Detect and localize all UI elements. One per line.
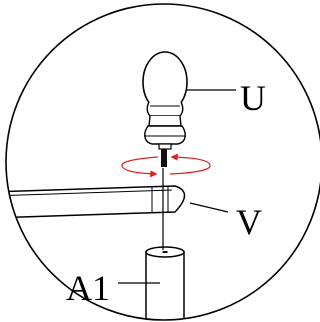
label-shaft: A1: [66, 268, 110, 308]
knob: [142, 51, 188, 167]
label-knob: U: [240, 78, 266, 118]
detail-circle: [5, 3, 320, 321]
circle-contents: [6, 168, 186, 320]
shaft-cylinder: [145, 246, 185, 320]
rotation-arrow: [121, 153, 211, 178]
label-lever: V: [236, 202, 262, 242]
lever-leader-line: [189, 202, 229, 213]
lever-arm: [6, 185, 186, 219]
